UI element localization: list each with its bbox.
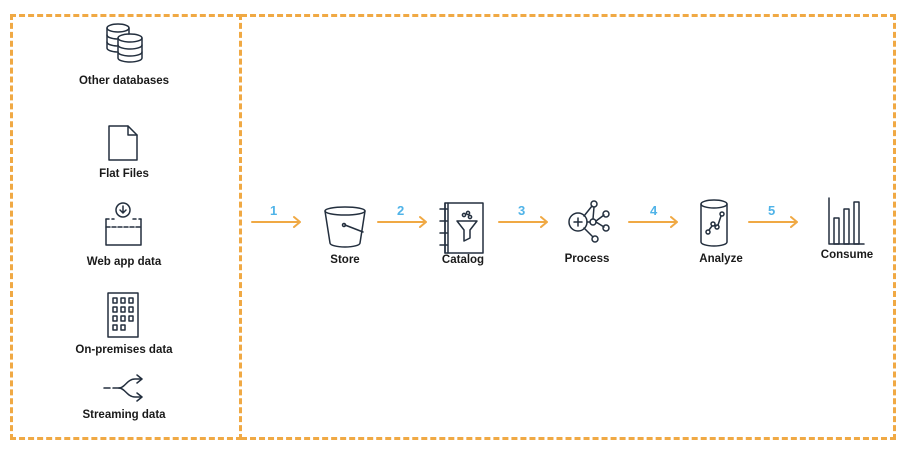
step-number-3: 3 [518, 203, 526, 218]
chart-icon [828, 197, 865, 245]
step-label-consume: Consume [820, 249, 874, 261]
sources-group [10, 14, 242, 440]
arrow-3 [498, 216, 548, 228]
step-number-1: 1 [270, 203, 278, 218]
source-label-web-app-data: Web app data [86, 256, 162, 268]
streaming-icon [103, 374, 143, 402]
step-label-analyze: Analyze [699, 253, 743, 265]
source-label-on-premises-data: On-premises data [75, 344, 173, 356]
step-number-4: 4 [650, 203, 658, 218]
building-icon [107, 292, 139, 338]
arrow-5 [748, 216, 798, 228]
step-label-catalog: Catalog [441, 254, 485, 266]
step-label-process: Process [564, 253, 610, 265]
pipeline-group [241, 14, 896, 440]
step-label-store: Store [330, 254, 360, 266]
analyze-icon [700, 199, 728, 247]
web-app-icon [105, 202, 142, 246]
source-label-flat-files: Flat Files [99, 168, 149, 180]
source-label-streaming-data: Streaming data [82, 409, 166, 421]
step-number-5: 5 [768, 203, 776, 218]
catalog-icon [439, 202, 484, 254]
step-number-2: 2 [397, 203, 405, 218]
arrow-2 [377, 216, 427, 228]
arrow-4 [628, 216, 678, 228]
databases-icon [106, 23, 143, 63]
arrow-1 [251, 216, 301, 228]
source-label-other-databases: Other databases [78, 75, 170, 87]
file-icon [108, 125, 138, 161]
process-icon [568, 200, 610, 243]
bucket-icon [324, 206, 366, 248]
